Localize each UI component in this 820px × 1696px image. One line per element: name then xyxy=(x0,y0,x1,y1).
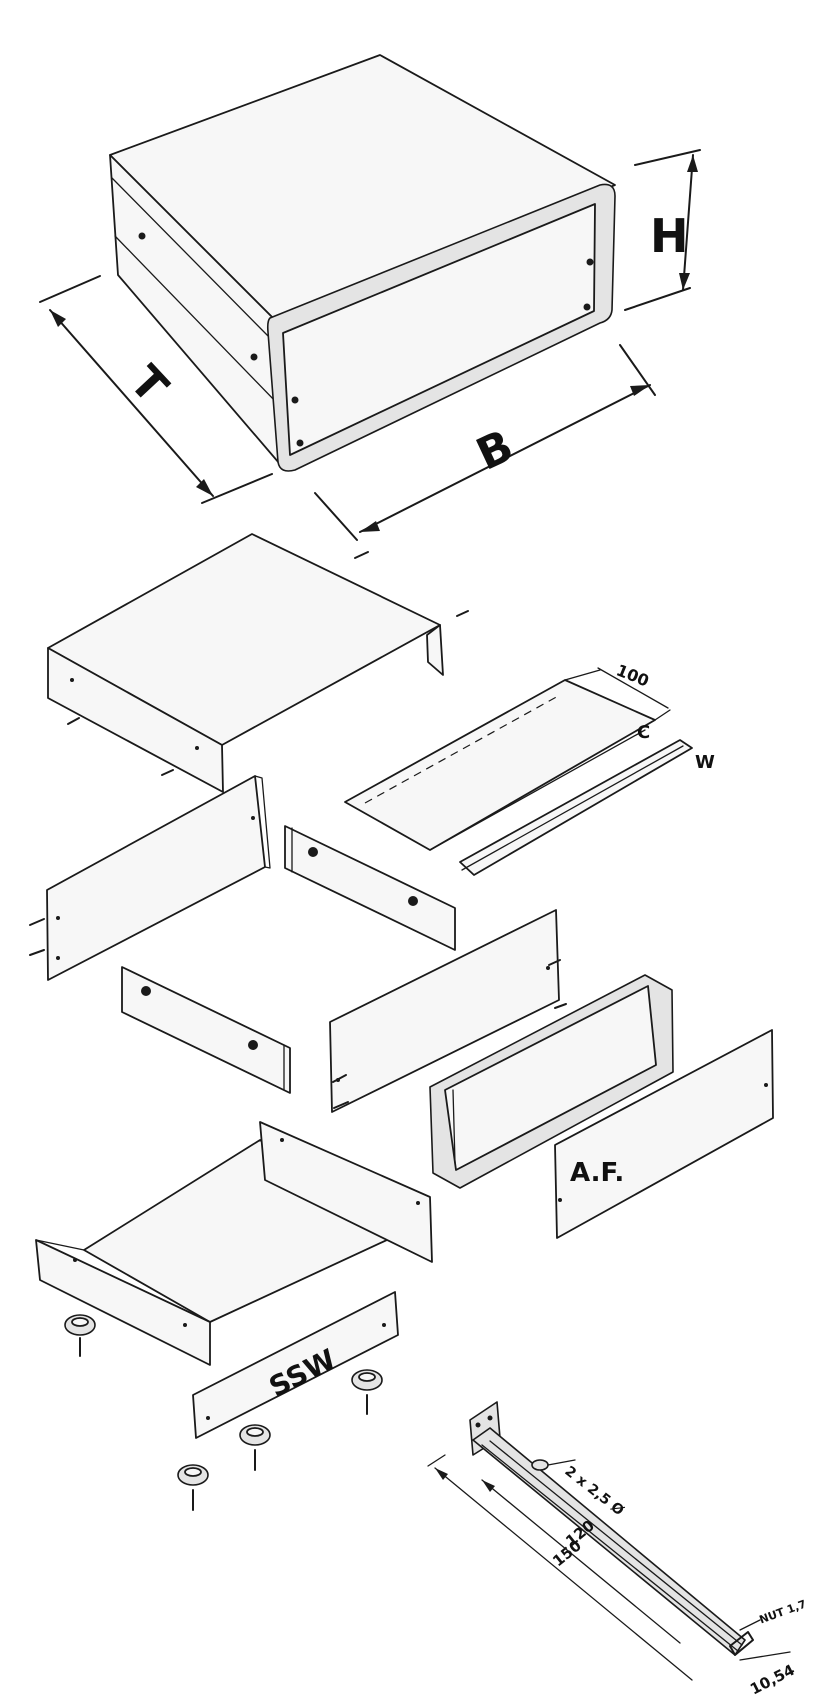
side-panel-right xyxy=(329,909,567,1113)
front-panel: A.F. xyxy=(554,1029,774,1239)
feet xyxy=(64,1314,383,1511)
depth-label: T xyxy=(120,356,178,413)
top-cover xyxy=(47,533,469,793)
dim-1054-label: 10,54 xyxy=(747,1661,797,1696)
front-frame xyxy=(429,974,674,1189)
rail-detail: 2 x 2,5 Ø 150 120 NUT 1,7 10,54 xyxy=(427,1401,808,1696)
rear-rail xyxy=(284,825,456,951)
foot-3 xyxy=(239,1424,271,1471)
part-w-label: W xyxy=(695,752,715,773)
part-c-label: C xyxy=(637,722,650,743)
height-label: H xyxy=(650,209,689,263)
bottom-tray xyxy=(35,1121,433,1366)
foot-4 xyxy=(177,1464,209,1511)
assembled-enclosure xyxy=(109,54,616,472)
w-strip: W xyxy=(459,739,715,876)
height-dimension: H xyxy=(624,149,701,311)
groove-label: NUT 1,7 xyxy=(758,1597,808,1626)
side-panel-left xyxy=(29,775,271,981)
foot-2 xyxy=(351,1369,383,1415)
foot-1 xyxy=(64,1314,96,1357)
dim-100-label: 100 xyxy=(614,660,652,690)
front-rail xyxy=(121,966,291,1094)
c-strip: 100 C xyxy=(344,660,671,851)
front-panel-label: A.F. xyxy=(570,1158,624,1188)
